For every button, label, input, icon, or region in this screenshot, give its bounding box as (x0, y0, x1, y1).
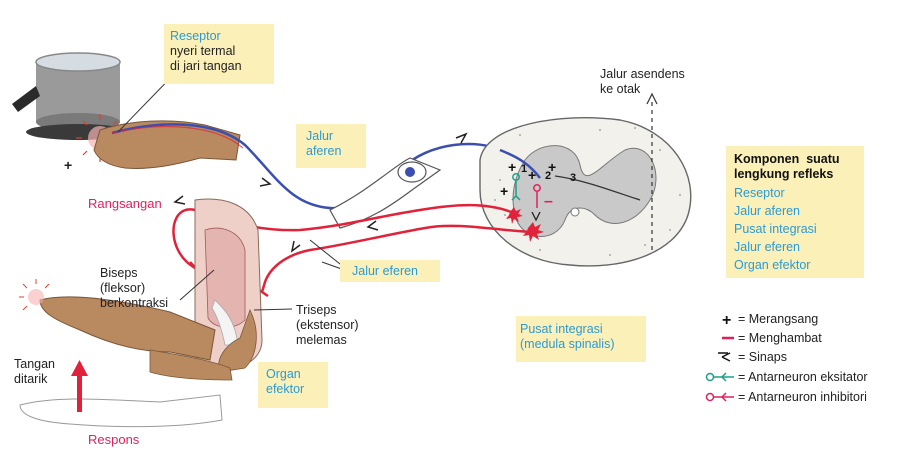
ascending-branch (554, 175, 641, 201)
effector-arm (39, 198, 263, 381)
plus-sign: + (508, 159, 516, 175)
legend-symbols: + (705, 312, 734, 402)
svg-text:+: + (722, 312, 731, 329)
triceps-pointer (253, 308, 293, 311)
plus-sign: + (548, 159, 556, 175)
synapse-number-3: 3 (570, 172, 577, 184)
ascending-label: Jalur asendens ke otak (600, 67, 685, 96)
response-arrow-shaft (77, 372, 82, 412)
plus-sign: + (528, 167, 536, 183)
receptor-description: nyeri termal di jari tangan (170, 44, 242, 73)
legend-inhibitory-interneuron: = Antarneuron inhibitori (738, 390, 867, 404)
response-arrow-head (71, 360, 88, 376)
stimulated-hand (93, 120, 241, 169)
efferent-nerve-path (172, 203, 521, 272)
receptor-label-box (164, 24, 274, 84)
efferent-arrow (366, 220, 379, 231)
tendon (211, 299, 239, 346)
spinal-cord-cross-section (479, 117, 692, 267)
hand-outline-original-position (19, 394, 223, 428)
hand-withdrawn-label: Tangan ditarik (14, 357, 56, 386)
sensory-cell-body (405, 167, 415, 177)
triceps-label: Triseps (ekstensor) melemas (296, 303, 359, 347)
efferent-label: Jalur eferen (352, 264, 419, 278)
efferent-arrow (173, 195, 186, 205)
plus-sign: + (500, 183, 508, 199)
legend-excite: = Merangsang (738, 312, 819, 326)
stimulus-label: Rangsangan (88, 196, 162, 211)
component-item: Pusat integrasi (734, 222, 817, 236)
biceps-label: Biseps (fleksor) berkontraksi (100, 266, 169, 310)
legend-inhibit: = Menghambat (738, 331, 822, 345)
plus-sign: + (64, 157, 72, 173)
biceps-pointer (179, 269, 215, 301)
component-item: Organ efektor (734, 258, 811, 272)
component-item: Jalur eferen (734, 240, 801, 254)
efferent-nerve-path-2 (260, 224, 531, 293)
inhibitory-interneuron (533, 184, 541, 208)
afferent-arrow (259, 177, 272, 187)
efferent-label-box (340, 260, 440, 282)
organ-label: Organ efektor (266, 367, 305, 396)
receptor-title: Reseptor (170, 29, 221, 43)
ascending-arrow (646, 92, 658, 105)
inhibition-sign: – (544, 193, 553, 210)
component-item: Reseptor (734, 186, 785, 200)
synapse-number-2: 2 (545, 170, 552, 182)
excitatory-interneuron (511, 173, 521, 201)
motor-arrow (531, 211, 541, 222)
motor-neuron-body (506, 207, 523, 224)
synapse-number-1: 1 (521, 163, 528, 175)
legend-synapse: = Sinaps (738, 350, 787, 364)
response-label: Respons (88, 432, 140, 447)
legend-excitatory-interneuron: = Antarneuron eksitator (738, 370, 868, 384)
afferent-in-cord (499, 148, 541, 179)
components-title: Komponen suatu lengkung refleks (734, 152, 840, 181)
components-box (726, 146, 864, 278)
component-item: Jalur aferen (734, 204, 801, 218)
integration-label-box (516, 316, 646, 362)
efferent-arrow (290, 240, 301, 253)
integration-label-title: Pusat integrasi (medula spinalis) (520, 322, 615, 351)
afferent-label-box (296, 124, 366, 168)
motor-neuron-body (523, 222, 544, 242)
afferent-label: Jalur aferen (306, 129, 342, 158)
afferent-arrow (455, 132, 468, 144)
organ-label-box (258, 362, 328, 408)
heat-burst-icon (19, 279, 50, 311)
